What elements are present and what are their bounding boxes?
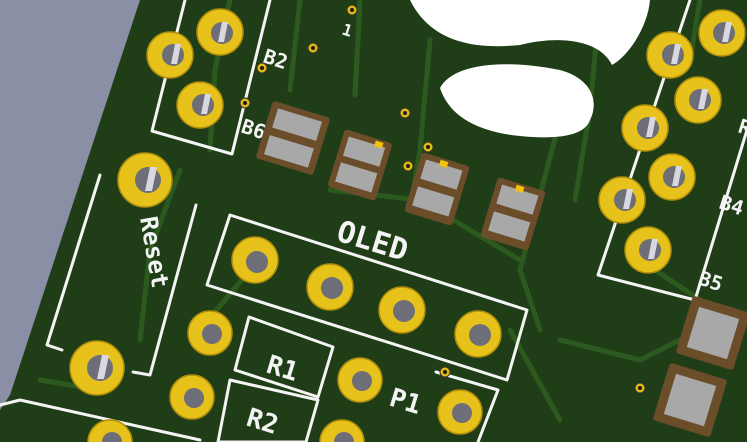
pad xyxy=(319,419,365,442)
pad xyxy=(196,8,244,56)
label-r-partial: R xyxy=(735,114,747,141)
pad xyxy=(169,374,215,420)
oled-pad-3 xyxy=(378,286,426,334)
pad xyxy=(146,31,194,79)
pad xyxy=(187,310,233,356)
smd-component-2[interactable] xyxy=(327,129,392,201)
oled-pad-2 xyxy=(306,263,354,311)
reset-pad-top xyxy=(117,152,173,208)
pad xyxy=(646,31,694,79)
pad xyxy=(337,357,383,403)
smd-component-5[interactable] xyxy=(676,296,747,371)
logo-graphic xyxy=(410,0,650,138)
smd-component-4[interactable] xyxy=(480,177,546,251)
reset-pad-bottom xyxy=(69,340,125,396)
p1-pad xyxy=(437,389,483,435)
pad xyxy=(87,419,133,442)
smd-component-6[interactable] xyxy=(653,363,728,438)
pad xyxy=(648,153,696,201)
pad xyxy=(621,104,669,152)
vias xyxy=(239,4,646,394)
pad xyxy=(598,176,646,224)
pad xyxy=(674,76,722,124)
oled-pad-1 xyxy=(231,236,279,284)
smd-component-3[interactable] xyxy=(404,152,470,226)
pad xyxy=(176,81,224,129)
pad xyxy=(624,226,672,274)
th-pads[interactable] xyxy=(69,8,746,442)
oled-pad-4 xyxy=(454,310,502,358)
smd-component-1[interactable] xyxy=(256,101,331,176)
pad xyxy=(698,9,746,57)
